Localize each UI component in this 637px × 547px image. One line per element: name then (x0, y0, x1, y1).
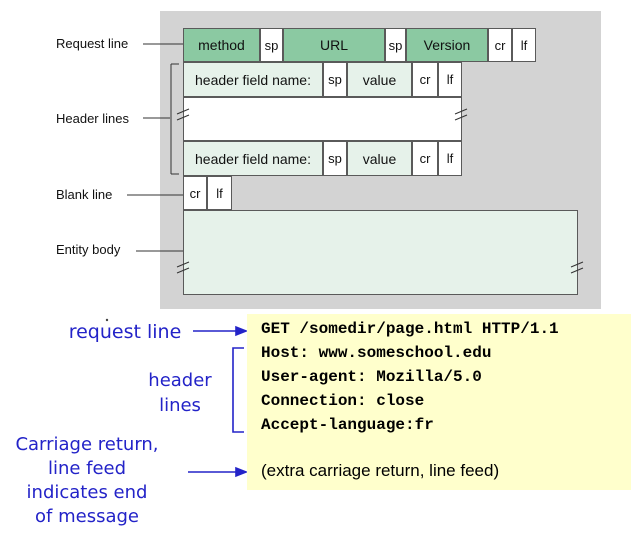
header-lines-label: Header lines (56, 111, 129, 126)
lf-field: lf (438, 141, 462, 176)
header-line-host: Host: www.someschool.edu (261, 344, 492, 362)
cr-field: cr (488, 28, 512, 62)
header-value: value (347, 62, 412, 97)
crlf-annotation-4: of message (35, 506, 139, 527)
crlf-annotation-2: line feed (47, 458, 127, 479)
request-line-text: GET /somedir/page.html HTTP/1.1 (261, 320, 559, 338)
cr-field: cr (412, 62, 438, 97)
header-field-name: header field name: (183, 141, 323, 176)
header-field-name: header field name: (183, 62, 323, 97)
header-annotation-2: lines (159, 395, 201, 416)
header-value: value (347, 141, 412, 176)
sp-field: sp (260, 28, 283, 62)
entity-body-label: Entity body (56, 242, 121, 257)
version-field: Version (406, 28, 488, 62)
sp-field: sp (323, 141, 347, 176)
lf-field: lf (512, 28, 536, 62)
entity-body-box (183, 210, 578, 295)
crlf-annotation-1: Carriage return, (15, 434, 159, 455)
header-lines-gap (183, 97, 462, 141)
header-annotation-1: header (148, 370, 212, 391)
request-line-annotation: request line (68, 321, 182, 343)
cr-field: cr (412, 141, 438, 176)
extra-crlf-text: (extra carriage return, line feed) (261, 461, 500, 480)
header-line-user-agent: User-agent: Mozilla/5.0 (261, 368, 482, 386)
header-line-connection: Connection: close (261, 392, 425, 410)
url-field: URL (283, 28, 385, 62)
header-line-accept-language: Accept-language:fr (261, 416, 434, 434)
cr-field: cr (183, 176, 207, 210)
request-line-label: Request line (56, 36, 129, 51)
crlf-annotation-3: indicates end (26, 482, 148, 503)
lf-field: lf (207, 176, 232, 210)
method-field: method (183, 28, 260, 62)
blank-line-label: Blank line (56, 187, 113, 202)
sp-field: sp (385, 28, 406, 62)
sp-field: sp (323, 62, 347, 97)
example-request-box (247, 314, 631, 490)
lf-field: lf (438, 62, 462, 97)
